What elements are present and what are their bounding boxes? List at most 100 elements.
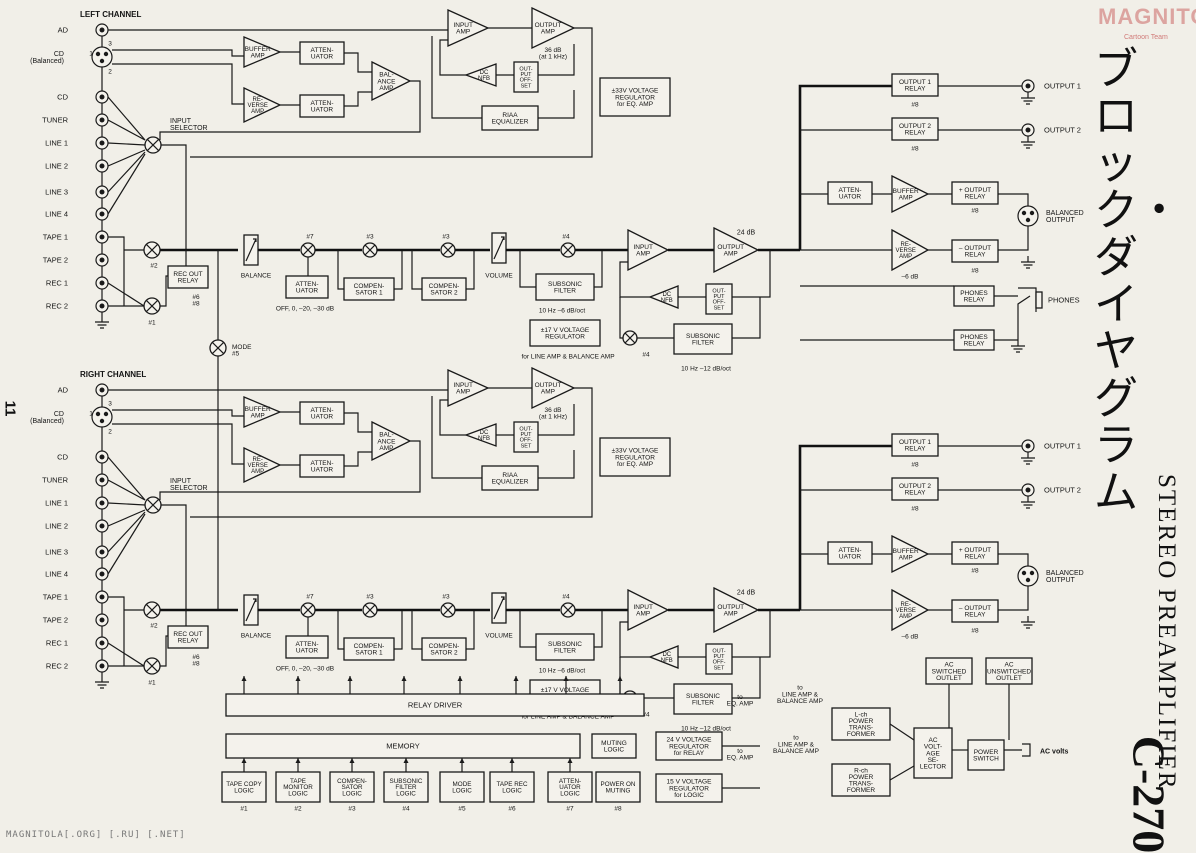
ac-unswitched-outlet	[985, 657, 1033, 685]
left-l4	[337, 250, 344, 290]
right-input-xlr-cd-balanced	[91, 406, 113, 428]
right-output1-label: OUTPUT 1	[1044, 442, 1081, 451]
right-input-label-10: TAPE 2	[43, 616, 68, 625]
right-buffer-amp-in	[243, 396, 282, 428]
right-mark4b: #4	[642, 711, 650, 718]
relay-arrow-3-head	[401, 676, 407, 681]
logic-mark-2: #2	[294, 805, 302, 812]
right-input-label-11: REC 1	[46, 639, 68, 648]
left-atten-switch-cross	[302, 244, 314, 256]
right-balanced-xlr-pin-1	[1021, 570, 1027, 576]
left-line-gain: 24 dB	[737, 229, 756, 236]
left-line-atten-label: ATTEN-UATOR	[296, 281, 319, 295]
left-sel-l2	[107, 149, 146, 167]
right-volume-label: VOLUME	[485, 632, 513, 639]
logic-arrow-4-head	[459, 758, 465, 763]
relay-arrow-7-head	[617, 676, 623, 681]
right-minus-output-relay	[951, 599, 999, 623]
right-atten-offs: OFF, 0, –20, –30 dB	[276, 665, 334, 672]
left-tape-bus	[108, 236, 125, 306]
right-line-gain: 24 dB	[737, 589, 756, 596]
left-balanced-xlr	[1017, 205, 1039, 227]
left-out-atten-label: ATTEN-UATOR	[839, 187, 862, 201]
left-eq-output-amp	[531, 6, 576, 50]
left-input-jack-4-pin	[99, 117, 105, 123]
right-input-jack-9-pin	[99, 594, 105, 600]
right-output1-jack-pin	[1025, 443, 1031, 449]
left-input-label-11: REC 1	[46, 279, 68, 288]
right-input-label-8: LINE 4	[45, 570, 68, 579]
right-t2	[107, 642, 145, 667]
mode-switch-cross	[211, 341, 225, 355]
left-balanced-xlr-pin-3	[1025, 217, 1031, 223]
left-output2-relay	[891, 117, 939, 141]
left-output2-jack-pin	[1025, 127, 1031, 133]
left-input-xlr-cd-balanced-pin-1	[95, 51, 101, 57]
left-mark4b: #4	[642, 351, 650, 358]
left-minus-output-relay	[951, 239, 999, 263]
left-line-output-amp	[713, 226, 760, 274]
left-eq-gain: 36 dB(at 1 kHz)	[539, 47, 567, 61]
right-atten-b-label: ATTEN-UATOR	[311, 460, 334, 474]
right-reverse-amp-in	[243, 446, 282, 484]
left-reg33	[599, 77, 671, 117]
left-subsonic-12: 10 Hz –12 dB/oct	[681, 365, 731, 372]
left-l8	[466, 250, 475, 290]
left-out-buffer-amp	[891, 174, 930, 214]
left-o2-gnd	[1021, 136, 1035, 149]
right-l16	[732, 610, 771, 658]
logic-mark-7: #7	[566, 805, 574, 812]
left-input-jack-12-pin	[99, 303, 105, 309]
right-input-selector-switch-cross	[146, 498, 160, 512]
right-input-label-4: TUNER	[42, 476, 68, 485]
right-mark4a: #4	[562, 593, 570, 600]
relay-driver-label: RELAY DRIVER	[408, 701, 463, 710]
left-input-jack-8-pin	[99, 211, 105, 217]
right-bal-gnd	[1021, 616, 1035, 629]
logic-mark-3: #3	[348, 805, 356, 812]
right-w4	[344, 451, 372, 467]
logic-arrow-2-head	[349, 758, 355, 763]
right-input-label-7: LINE 3	[45, 548, 68, 557]
left-subsonic-6: 10 Hz –6 dB/oct	[539, 307, 585, 314]
right-w10	[538, 450, 575, 479]
right-balanced-xlr-pin-3	[1025, 577, 1031, 583]
right-input-jack-0-pin	[99, 387, 105, 393]
left-reg17	[529, 319, 601, 347]
left-t2	[107, 282, 145, 307]
right-channel-title: RIGHT CHANNEL	[80, 370, 146, 379]
left-reverse-amp-in	[243, 86, 282, 124]
right-subsonic-filter	[535, 633, 595, 661]
right-subsonic-switch-cross	[562, 604, 574, 616]
left-w5	[159, 80, 421, 140]
right-offset-line	[705, 643, 733, 675]
ac-plug	[1022, 743, 1031, 757]
right-input-xlr-cd-balanced-pin-3	[99, 418, 105, 424]
left-input-jack-10-pin	[99, 257, 105, 263]
left-l16	[732, 250, 771, 298]
muting-logic	[591, 733, 637, 759]
left-balanced-xlr-pin-1	[1021, 210, 1027, 216]
relay-arrow-5-head	[513, 676, 519, 681]
logic-mark-1: #1	[240, 805, 248, 812]
right-w7	[538, 404, 575, 436]
left-input-jack-5-pin	[99, 140, 105, 146]
right-minus6: –6 dB	[902, 633, 919, 640]
left-rail-ground	[95, 316, 109, 329]
right-tape-copy-switch-cross	[145, 659, 159, 673]
left-input-xlr-cd-balanced	[91, 46, 113, 68]
